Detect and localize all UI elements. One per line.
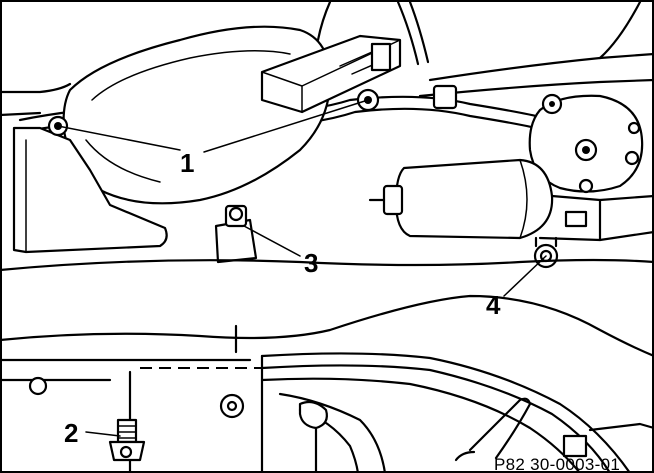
callout-3: 3 [304, 248, 318, 278]
center-mount [214, 204, 258, 264]
wiring-harness [260, 352, 632, 473]
wiper-motor-body [368, 158, 588, 240]
connector-block [260, 34, 402, 114]
left-bracket [12, 115, 168, 254]
lower-cross-member [0, 258, 654, 358]
leader-1-right [203, 99, 369, 153]
callout-2: 2 [64, 418, 78, 448]
leader-lines [57, 99, 547, 437]
wiper-bearing-housing [62, 25, 332, 205]
leader-3 [243, 225, 301, 257]
bottom-connector [454, 397, 654, 462]
leader-2 [85, 431, 121, 437]
motor-bracket [538, 194, 654, 242]
upper-right-mount [356, 84, 458, 112]
wiper-motor-gearbox [528, 93, 644, 194]
callout-1: 1 [180, 148, 194, 178]
leader-4 [503, 255, 547, 297]
callout-4: 4 [486, 290, 501, 320]
leader-1-left [57, 125, 181, 151]
cowl-structure [0, 0, 654, 117]
reference-code: P82 30-0003-01 [494, 455, 620, 473]
bolt-item-2 [108, 418, 146, 462]
